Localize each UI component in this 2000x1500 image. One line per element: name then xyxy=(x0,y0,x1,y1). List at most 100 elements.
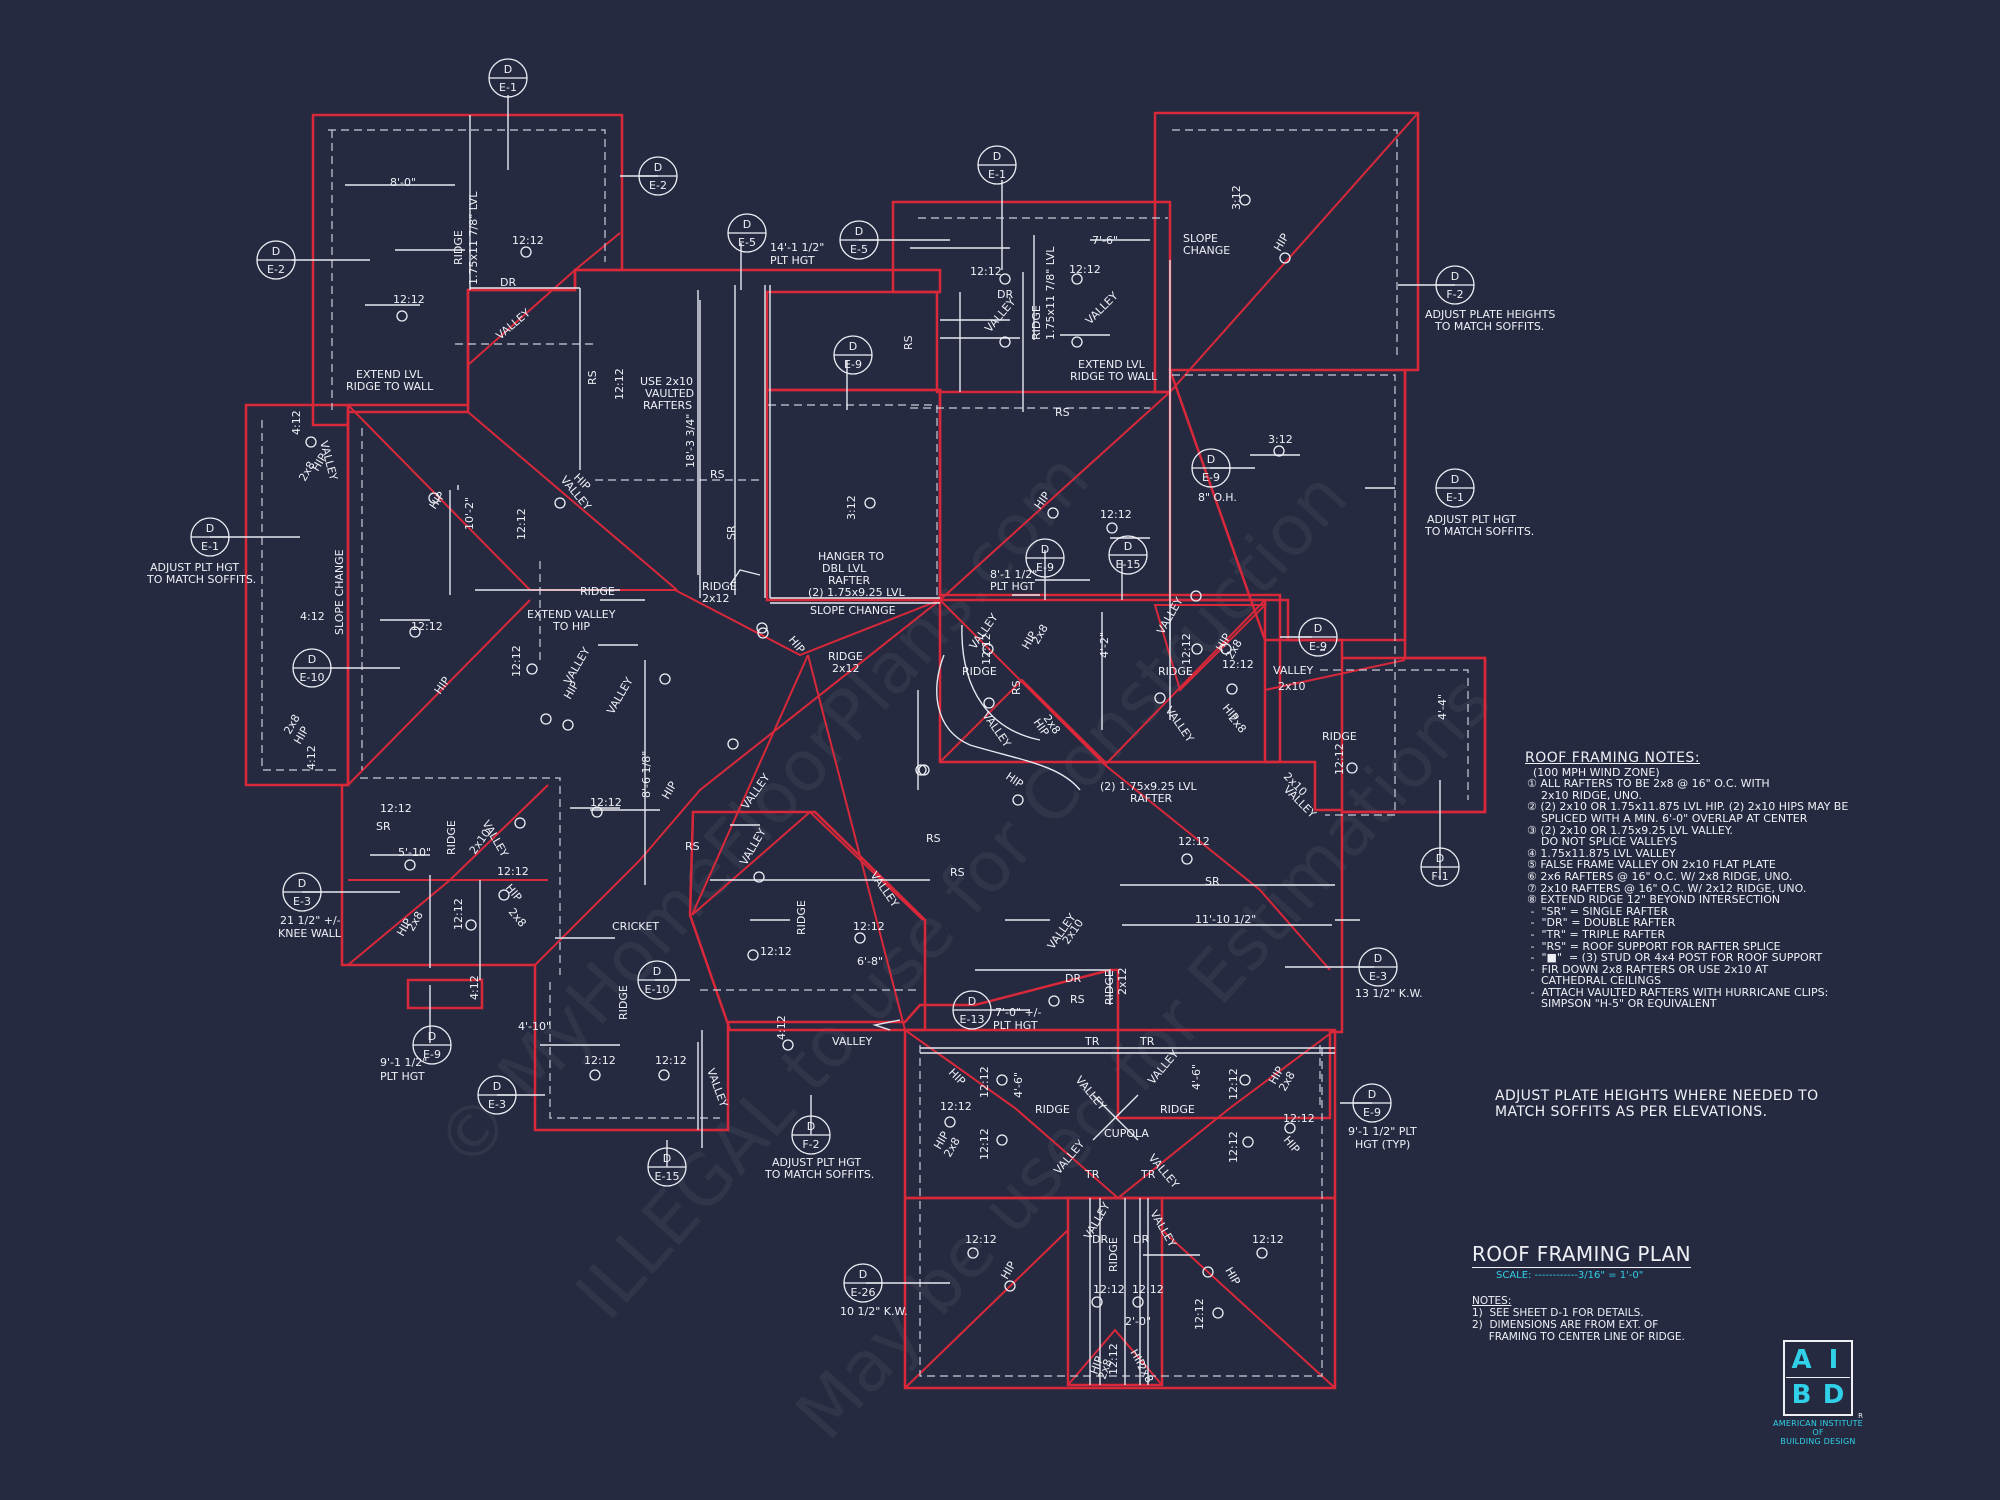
svg-text:RS: RS xyxy=(1010,680,1023,695)
svg-text:RIDGE: RIDGE xyxy=(1030,305,1043,340)
svg-text:RIDGE: RIDGE xyxy=(1158,665,1193,678)
notes-subtitle: (100 MPH WIND ZONE) xyxy=(1533,765,1660,779)
svg-text:TR: TR xyxy=(1084,1035,1100,1048)
svg-text:CHANGE: CHANGE xyxy=(1183,244,1230,257)
svg-text:4:12: 4:12 xyxy=(305,745,318,770)
svg-text:12:12: 12:12 xyxy=(1093,1283,1125,1296)
section-tag: DF-1 xyxy=(1420,847,1460,887)
svg-text:RS: RS xyxy=(1070,993,1085,1006)
svg-text:12:12: 12:12 xyxy=(1107,1343,1120,1375)
svg-text:D: D xyxy=(272,245,280,258)
svg-text:4:12: 4:12 xyxy=(290,410,303,435)
svg-text:21 1/2" +/-: 21 1/2" +/- xyxy=(280,914,341,927)
section-tag: DE-9 xyxy=(1025,538,1065,578)
section-tags: DE-1 DE-2 DE-2 DE-5 DE-5 DE-1 DF-2 DE-9 … xyxy=(190,58,1475,1303)
svg-text:3:12: 3:12 xyxy=(845,495,858,520)
roof-outline xyxy=(244,111,1487,1390)
svg-text:4'-2": 4'-2" xyxy=(1098,632,1111,658)
svg-text:9'-1 1/2" PLT: 9'-1 1/2" PLT xyxy=(1348,1125,1417,1138)
section-tag: DE-10 xyxy=(292,648,332,688)
svg-text:1.75x11 7/8" LVL: 1.75x11 7/8" LVL xyxy=(467,191,480,285)
note-item: - "RS" = ROOF SUPPORT FOR RAFTER SPLICE xyxy=(1527,939,1781,953)
svg-text:D: D xyxy=(428,1030,436,1043)
svg-text:12:12: 12:12 xyxy=(613,368,626,400)
svg-text:E-2: E-2 xyxy=(267,263,285,276)
section-tag: DE-1 xyxy=(488,58,528,98)
svg-text:E-9: E-9 xyxy=(1363,1106,1381,1119)
svg-text:TO MATCH SOFFITS.: TO MATCH SOFFITS. xyxy=(146,573,256,586)
svg-text:EXTEND LVL: EXTEND LVL xyxy=(1078,358,1146,371)
svg-text:RIDGE: RIDGE xyxy=(1035,1103,1070,1116)
svg-text:4:12: 4:12 xyxy=(775,1015,788,1040)
svg-text:13 1/2" K.W.: 13 1/2" K.W. xyxy=(1355,987,1423,1000)
svg-text:12:12: 12:12 xyxy=(512,234,544,247)
svg-text:E-26: E-26 xyxy=(851,1286,876,1299)
svg-text:VALLEY: VALLEY xyxy=(982,296,1018,335)
svg-text:8'-1 1/2": 8'-1 1/2" xyxy=(990,568,1037,581)
svg-text:D: D xyxy=(1368,1088,1376,1101)
svg-text:12:12: 12:12 xyxy=(590,796,622,809)
svg-text:VALLEY: VALLEY xyxy=(739,771,773,812)
svg-text:VALLEY: VALLEY xyxy=(980,709,1014,750)
svg-text:VALLEY: VALLEY xyxy=(494,306,533,342)
framing-lines xyxy=(429,115,1335,1385)
svg-text:D: D xyxy=(859,1268,867,1281)
svg-text:RS: RS xyxy=(710,468,725,481)
svg-text:D: D xyxy=(493,1080,501,1093)
svg-text:12:12: 12:12 xyxy=(1333,743,1346,775)
svg-text:D: D xyxy=(1124,540,1132,553)
svg-text:12:12: 12:12 xyxy=(510,645,523,677)
svg-text:D: D xyxy=(1436,852,1444,865)
svg-text:TR: TR xyxy=(1084,1168,1100,1181)
svg-text:12:12: 12:12 xyxy=(978,1066,991,1098)
svg-text:RS: RS xyxy=(685,840,700,853)
svg-text:SR: SR xyxy=(1205,875,1220,888)
svg-text:E-2: E-2 xyxy=(649,179,667,192)
svg-text:ADJUST PLT HGT: ADJUST PLT HGT xyxy=(150,561,239,574)
roof-framing-notes: ROOF FRAMING NOTES: (100 MPH WIND ZONE) … xyxy=(1525,751,1855,1010)
note-item: - "DR" = DOUBLE RAFTER xyxy=(1527,916,1676,930)
section-tag: D F-2 xyxy=(791,1115,831,1155)
svg-text:12:12: 12:12 xyxy=(393,293,425,306)
svg-text:PLT HGT: PLT HGT xyxy=(770,254,815,267)
svg-text:RIDGE: RIDGE xyxy=(828,650,863,663)
svg-text:2x10: 2x10 xyxy=(1278,680,1306,693)
section-tag: DE-9 xyxy=(412,1025,452,1065)
svg-text:RIDGE: RIDGE xyxy=(617,985,630,1020)
section-tag: DE-10 xyxy=(637,960,677,1000)
section-tag: DE-1 xyxy=(190,517,230,557)
svg-text:VALLEY: VALLEY xyxy=(561,645,593,687)
logo-registered-mark: R xyxy=(1858,1412,1863,1420)
svg-text:12:12: 12:12 xyxy=(1193,1298,1206,1330)
svg-text:F-2: F-2 xyxy=(802,1138,819,1151)
section-tag: DE-2 xyxy=(638,156,678,196)
section-tag: DE-1 xyxy=(1435,468,1475,508)
svg-text:D: D xyxy=(849,340,857,353)
svg-text:E-1: E-1 xyxy=(499,81,517,94)
svg-text:RIDGE: RIDGE xyxy=(445,820,458,855)
svg-text:ADJUST PLATE HEIGHTS: ADJUST PLATE HEIGHTS xyxy=(1425,308,1555,321)
svg-text:D: D xyxy=(807,1120,815,1133)
svg-text:RIDGE: RIDGE xyxy=(1103,970,1116,1005)
note-item: CATHEDRAL CEILINGS xyxy=(1527,974,1662,988)
note-item: ① ALL RAFTERS TO BE 2x8 @ 16" O.C. WITH xyxy=(1527,777,1770,791)
note-item: - "TR" = TRIPLE RAFTER xyxy=(1527,927,1666,941)
note-item: ⑥ 2x6 RAFTERS @ 16" O.C. W/ 2x8 RIDGE, U… xyxy=(1527,869,1793,883)
svg-text:TO MATCH SOFFITS.: TO MATCH SOFFITS. xyxy=(1424,525,1534,538)
svg-text:SLOPE CHANGE: SLOPE CHANGE xyxy=(333,549,346,635)
svg-text:RS: RS xyxy=(926,832,941,845)
logo-mark: A I B D R xyxy=(1783,1340,1863,1420)
section-tag: D E-9 xyxy=(1352,1083,1392,1123)
svg-text:D: D xyxy=(1207,453,1215,466)
general-note-item: 1) SEE SHEET D-1 FOR DETAILS. xyxy=(1472,1307,1644,1319)
svg-text:12:12: 12:12 xyxy=(655,1054,687,1067)
svg-text:TO MATCH SOFFITS.: TO MATCH SOFFITS. xyxy=(764,1168,874,1181)
svg-text:12:12: 12:12 xyxy=(1283,1112,1315,1125)
svg-text:D: D xyxy=(1374,952,1382,965)
logo-letter-d: D xyxy=(1822,1380,1845,1410)
logo-letter-i: I xyxy=(1828,1345,1839,1375)
svg-text:4:12: 4:12 xyxy=(468,975,481,1000)
svg-text:12:12: 12:12 xyxy=(965,1233,997,1246)
svg-text:E-1: E-1 xyxy=(988,168,1006,181)
svg-text:8'-0": 8'-0" xyxy=(390,176,416,189)
